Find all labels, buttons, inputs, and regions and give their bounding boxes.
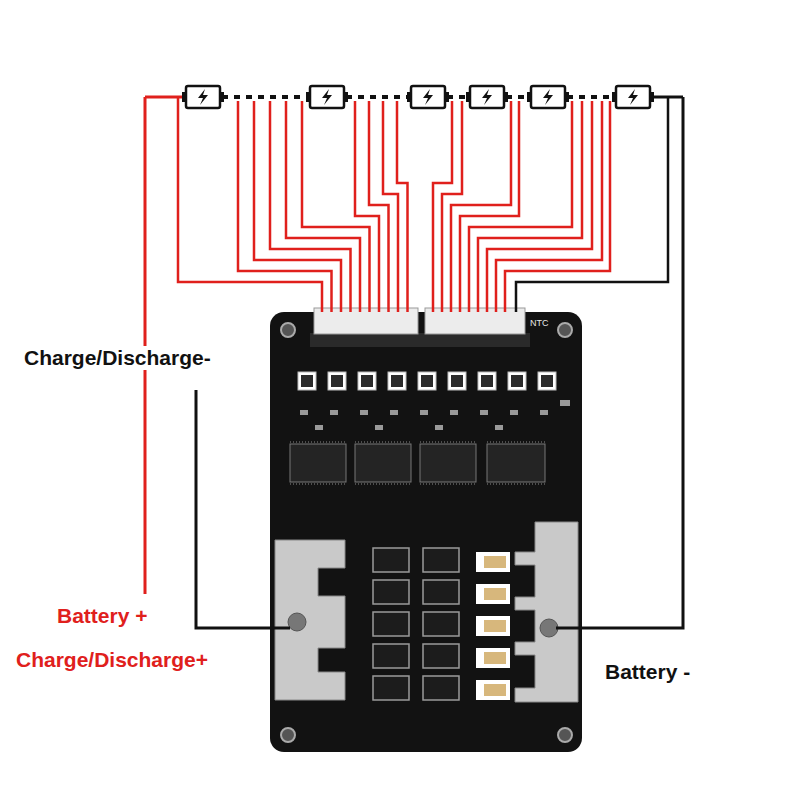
terminal-label: Battery - xyxy=(603,660,692,684)
charge-negative-lead xyxy=(196,390,290,628)
sense-wire-negative xyxy=(516,97,668,312)
terminal-label: Charge/Discharge+ xyxy=(14,648,210,672)
terminal-label: Charge/Discharge- xyxy=(22,346,213,370)
silkscreen-label: NTC xyxy=(528,318,551,328)
battery-negative-lead xyxy=(556,97,683,628)
sense-wires xyxy=(178,97,610,312)
terminal-label: Battery + xyxy=(55,604,149,628)
bms-board xyxy=(270,308,582,752)
